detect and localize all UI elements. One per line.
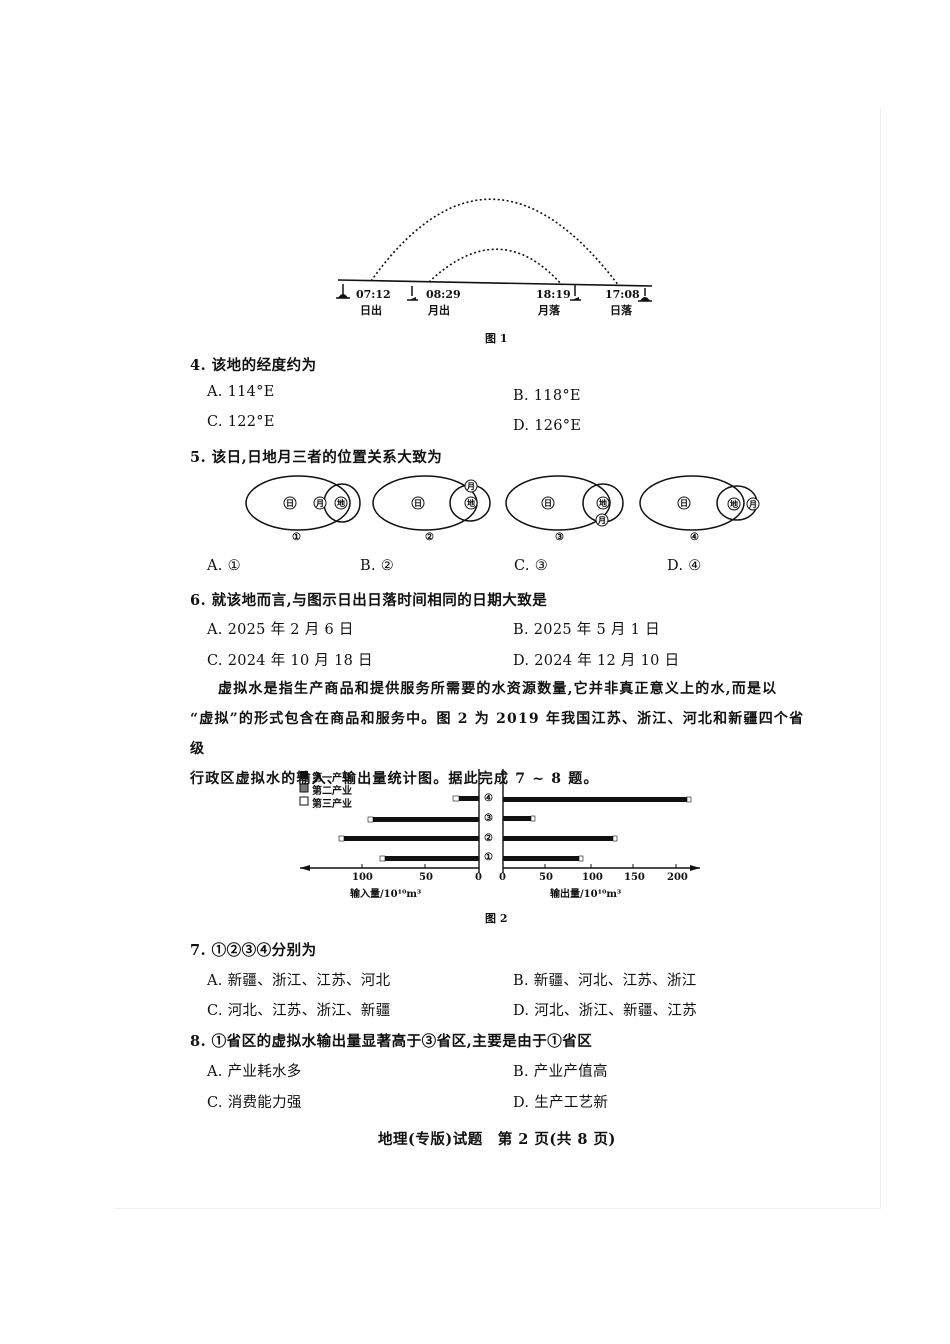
q5-option-c: C. ③ [514, 558, 548, 574]
right-axis-label: 输出量/10¹⁰m³ [550, 889, 622, 900]
output-bars [503, 796, 692, 862]
sunrise-time: 07:12 [356, 288, 391, 301]
category-4: ④ [484, 793, 493, 804]
category-3: ③ [484, 813, 493, 824]
orbit-diagram-3: 日 地 月 [505, 475, 624, 531]
diagram-2-num: ② [425, 532, 434, 543]
category-2: ② [484, 833, 493, 844]
right-tick-150: 150 [624, 872, 645, 883]
q5-stem: 5. 该日,日地月三者的位置关系大致为 [190, 449, 443, 466]
svg-text:地: 地 [467, 498, 475, 508]
q4-option-d: D. 126°E [513, 418, 582, 434]
q7-stem: 7. ①②③④分别为 [190, 942, 317, 959]
orbit-diagram-2: 日 月 地 [372, 475, 491, 531]
passage-line-3: 行政区虚拟水的输入、输出量统计图。据此完成 7 ~ 8 题。 [190, 771, 599, 787]
q8-stem: 8. ①省区的虚拟水输出量显著高于③省区,主要是由于①省区 [190, 1033, 593, 1050]
sunset-time: 17:08 [605, 288, 640, 301]
moonset-time: 18:19 [536, 288, 571, 301]
q8-option-a: A. 产业耗水多 [207, 1064, 302, 1080]
svg-text:月: 月 [315, 498, 324, 508]
q6-option-b: B. 2025 年 5 月 1 日 [513, 622, 660, 638]
q5-option-d: D. ④ [667, 558, 702, 574]
passage-line-2: “虚拟”的形式包含在商品和服务中。图 2 为 2019 年我国江苏、浙江、河北和… [190, 711, 805, 757]
orbit-diagram-4: 日 地 月 [639, 475, 760, 531]
sunset-icon [638, 288, 652, 302]
sunrise-icon [336, 284, 350, 299]
legend-secondary: 第二产业 [312, 786, 352, 797]
moonrise-label: 月出 [428, 304, 450, 317]
moonset-icon [570, 284, 581, 301]
passage: 虚拟水是指生产商品和提供服务所需要的水资源数量,它并非真正意义上的水,而是以 “… [190, 674, 810, 794]
svg-text:日: 日 [414, 498, 422, 508]
q4-stem: 4. 该地的经度约为 [190, 357, 317, 374]
svg-text:地: 地 [337, 498, 345, 508]
diagram-4-num: ④ [690, 532, 699, 543]
q7-option-d: D. 河北、浙江、新疆、江苏 [513, 1003, 698, 1019]
diagram-1-num: ① [292, 532, 301, 543]
legend-tertiary: 第三产业 [312, 799, 352, 810]
sunrise-label: 日出 [360, 304, 382, 317]
diagram-3-num: ③ [555, 532, 564, 543]
q6-stem: 6. 就该地而言,与图示日出日落时间相同的日期大致是 [190, 592, 548, 609]
chart-legend [299, 771, 309, 806]
q4-option-a: A. 114°E [207, 384, 275, 400]
right-tick-0: 0 [499, 872, 506, 883]
sun-earth-moon-diagrams: 日 月 地 日 月 地 日 地 月 日 地 [245, 475, 760, 531]
q8-option-c: C. 消费能力强 [207, 1095, 302, 1111]
q6-option-a: A. 2025 年 2 月 6 日 [207, 622, 354, 638]
q6-option-c: C. 2024 年 10 月 18 日 [207, 653, 373, 669]
orbit-diagram-1: 日 月 地 [245, 475, 361, 531]
svg-text:月: 月 [748, 499, 757, 509]
right-tick-200: 200 [667, 872, 688, 883]
category-1: ① [484, 852, 493, 863]
svg-text:月: 月 [597, 515, 606, 525]
left-tick-0: 0 [475, 872, 482, 883]
q6-option-d: D. 2024 年 12 月 10 日 [513, 653, 680, 669]
moonrise-icon [407, 286, 418, 301]
q7-option-c: C. 河北、江苏、浙江、新疆 [207, 1003, 391, 1019]
svg-text:日: 日 [286, 498, 294, 508]
q7-option-a: A. 新疆、浙江、江苏、河北 [207, 973, 391, 989]
page-border [115, 108, 881, 1209]
sunrise-moonrise-diagram [336, 198, 653, 302]
figure-1: 07:12 日出 08:29 月出 18:19 月落 17:08 日落 图 1 [330, 160, 670, 350]
svg-text:日: 日 [680, 498, 688, 508]
q8-option-b: B. 产业产值高 [513, 1064, 608, 1080]
legend-primary: 第一产业 [312, 773, 352, 784]
q8-option-d: D. 生产工艺新 [513, 1095, 609, 1111]
q4-option-c: C. 122°E [207, 414, 275, 430]
virtual-water-bar-chart [299, 769, 700, 873]
right-tick-50: 50 [539, 872, 553, 883]
left-tick-50: 50 [419, 872, 433, 883]
sunset-label: 日落 [610, 304, 632, 317]
figure-2-caption: 图 2 [485, 912, 508, 925]
figure-1-caption: 图 1 [485, 332, 508, 345]
q7-option-b: B. 新疆、河北、江苏、浙江 [513, 973, 697, 989]
q5-orbit-diagrams: 日 月 地 日 月 地 日 地 月 日 地 [240, 472, 780, 552]
right-tick-100: 100 [582, 872, 603, 883]
svg-text:日: 日 [544, 498, 552, 508]
input-bars [338, 795, 479, 862]
left-tick-100: 100 [352, 872, 373, 883]
page-footer: 地理(专版)试题 第 2 页(共 8 页) [378, 1131, 616, 1148]
q4-option-b: B. 118°E [513, 388, 581, 404]
q5-option-a: A. ① [207, 558, 241, 574]
q5-option-b: B. ② [360, 558, 395, 574]
svg-text:地: 地 [730, 499, 738, 509]
svg-text:月: 月 [466, 481, 475, 491]
svg-text:地: 地 [599, 498, 607, 508]
passage-line-1: 虚拟水是指生产商品和提供服务所需要的水资源数量,它并非真正意义上的水,而是以 [218, 681, 778, 697]
moonset-label: 月落 [538, 304, 560, 317]
moonrise-time: 08:29 [426, 288, 461, 301]
figure-2-chart: 第一产业 第二产业 第三产业 ④ ③ ② ① 100 50 0 0 50 100… [290, 765, 710, 925]
left-axis-label: 输入量/10¹⁰m³ [350, 889, 422, 900]
